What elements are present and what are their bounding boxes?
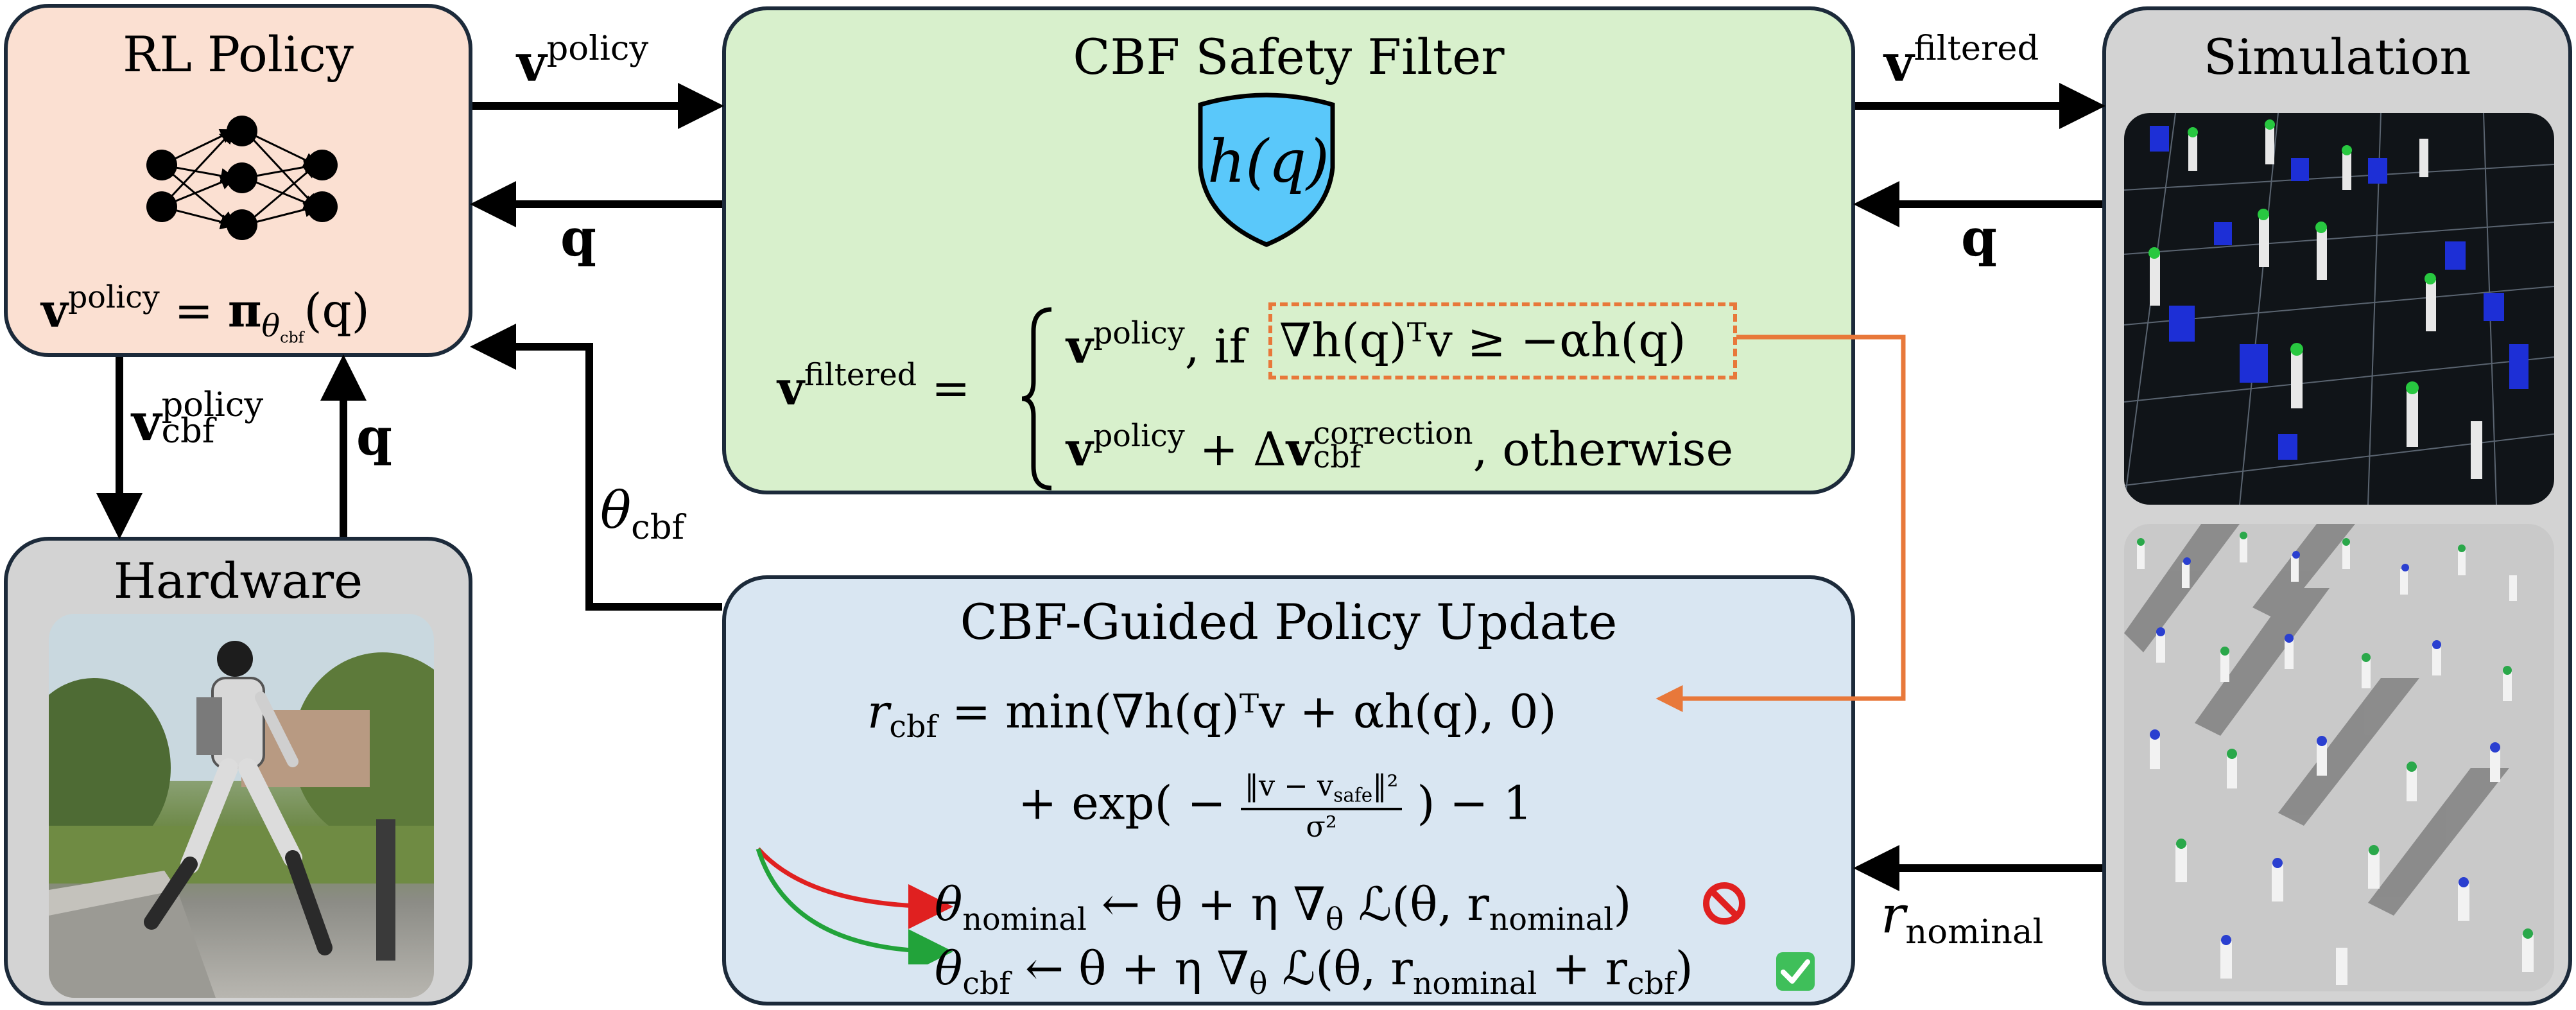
label-v-filtered: vfiltered: [1884, 32, 2039, 89]
arrow-theta-cbf-to-policy: [481, 347, 722, 607]
label-q-top: q: [560, 212, 596, 263]
label-theta-cbf: θcbf: [600, 485, 684, 545]
label-r-nominal: rnominal: [1881, 889, 2043, 950]
label-q-right: q: [1961, 212, 1997, 263]
label-q-left: q: [356, 411, 392, 462]
label-v-policy: vpolicy: [517, 32, 648, 89]
arrow-condition-to-reward: [1663, 337, 1903, 699]
